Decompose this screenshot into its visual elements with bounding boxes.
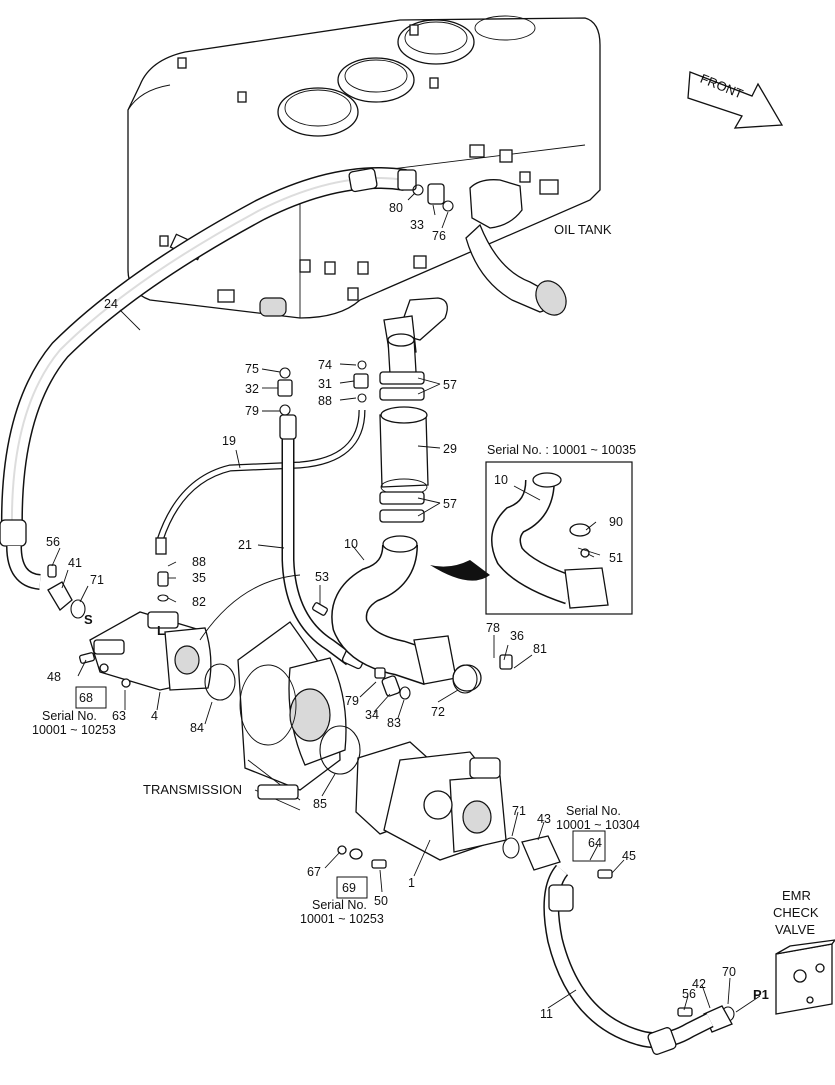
part-label: 67 bbox=[307, 865, 321, 879]
bottom-serial-line1: Serial No. bbox=[312, 898, 367, 912]
part-label: 53 bbox=[315, 570, 329, 584]
leader-lines bbox=[51, 192, 761, 1013]
tank-cap bbox=[337, 57, 415, 103]
emr-label-line2: CHECK bbox=[773, 905, 819, 920]
front-arrow: FRONT bbox=[687, 71, 784, 129]
part-label: 71 bbox=[512, 804, 526, 818]
o-rings bbox=[70, 184, 735, 1022]
part-label: 48 bbox=[47, 670, 61, 684]
part-label: 64 bbox=[588, 836, 602, 850]
main-pump-1 bbox=[355, 741, 507, 861]
part-label: 88 bbox=[318, 394, 332, 408]
part-label: 4 bbox=[151, 709, 158, 723]
gear-pump-4 bbox=[89, 611, 212, 691]
part-label: 34 bbox=[365, 708, 379, 722]
part-number-labels: 24 80 33 76 75 74 32 31 57 79 88 19 29 1… bbox=[46, 201, 736, 1021]
part-label: 68 bbox=[79, 691, 93, 705]
part-label: 76 bbox=[432, 229, 446, 243]
part-label: 33 bbox=[410, 218, 424, 232]
hose-19 bbox=[155, 409, 366, 555]
part-label: 75 bbox=[245, 362, 259, 376]
part-label: 35 bbox=[192, 571, 206, 585]
part-label: 84 bbox=[190, 721, 204, 735]
part-label: 57 bbox=[443, 497, 457, 511]
part-label: 24 bbox=[104, 297, 118, 311]
part-label: 36 bbox=[510, 629, 524, 643]
emr-label-line1: EMR bbox=[782, 888, 811, 903]
part-label: 19 bbox=[222, 434, 236, 448]
part-label: 83 bbox=[387, 716, 401, 730]
transmission-housing bbox=[199, 574, 347, 811]
part-label: 56 bbox=[46, 535, 60, 549]
part-label: 80 bbox=[389, 201, 403, 215]
part-label: 1 bbox=[408, 876, 415, 890]
right-serial-line1: Serial No. bbox=[566, 804, 621, 818]
part-label: 32 bbox=[245, 382, 259, 396]
part-label: 43 bbox=[537, 812, 551, 826]
part-label: 50 bbox=[374, 894, 388, 908]
part-label: 70 bbox=[722, 965, 736, 979]
hose-11 bbox=[543, 864, 714, 1055]
part-label: 82 bbox=[192, 595, 206, 609]
part-label: 81 bbox=[533, 642, 547, 656]
part-label: 42 bbox=[692, 977, 706, 991]
left-serial-line1: Serial No. bbox=[42, 709, 97, 723]
part-label: 41 bbox=[68, 556, 82, 570]
bottom-serial-line2: 10001 ~ 10253 bbox=[300, 912, 384, 926]
right-serial-line2: 10001 ~ 10304 bbox=[556, 818, 640, 832]
oil-tank-label: OIL TANK bbox=[554, 222, 612, 237]
part-label: 85 bbox=[313, 797, 327, 811]
part-label: 10 bbox=[494, 473, 508, 487]
part-label: 88 bbox=[192, 555, 206, 569]
part-label: 63 bbox=[112, 709, 126, 723]
part-label: 57 bbox=[443, 378, 457, 392]
transmission-label: TRANSMISSION bbox=[143, 782, 242, 797]
part-label: 29 bbox=[443, 442, 457, 456]
suction-pipe bbox=[331, 333, 482, 692]
part-label: 51 bbox=[609, 551, 623, 565]
serial-inset-box bbox=[430, 461, 633, 615]
fittings bbox=[47, 183, 733, 1033]
emr-label-line3: VALVE bbox=[775, 922, 815, 937]
port-s-label: S bbox=[84, 612, 93, 627]
part-label: 45 bbox=[622, 849, 636, 863]
part-label: 56 bbox=[682, 987, 696, 1001]
part-label: 90 bbox=[609, 515, 623, 529]
part-label: 79 bbox=[245, 404, 259, 418]
part-label: 74 bbox=[318, 358, 332, 372]
left-serial-line2: 10001 ~ 10253 bbox=[32, 723, 116, 737]
part-label: 69 bbox=[342, 881, 356, 895]
inset-serial-heading: Serial No. : 10001 ~ 10035 bbox=[487, 443, 636, 457]
emr-check-valve bbox=[775, 939, 835, 1015]
part-label: 78 bbox=[486, 621, 500, 635]
port-l-label: L bbox=[157, 623, 165, 638]
part-label: 71 bbox=[90, 573, 104, 587]
part-label: 11 bbox=[540, 1007, 553, 1021]
caption-labels: OIL TANK TRANSMISSION EMR CHECK VALVE S … bbox=[32, 222, 819, 1002]
part-label: 10 bbox=[344, 537, 358, 551]
port-p1-label: P1 bbox=[753, 987, 769, 1002]
part-label: 79 bbox=[345, 694, 359, 708]
part-label: 72 bbox=[431, 705, 445, 719]
part-label: 21 bbox=[238, 538, 252, 552]
tank-cap bbox=[277, 87, 359, 137]
part-label: 31 bbox=[318, 377, 332, 391]
hose-24 bbox=[0, 167, 417, 590]
